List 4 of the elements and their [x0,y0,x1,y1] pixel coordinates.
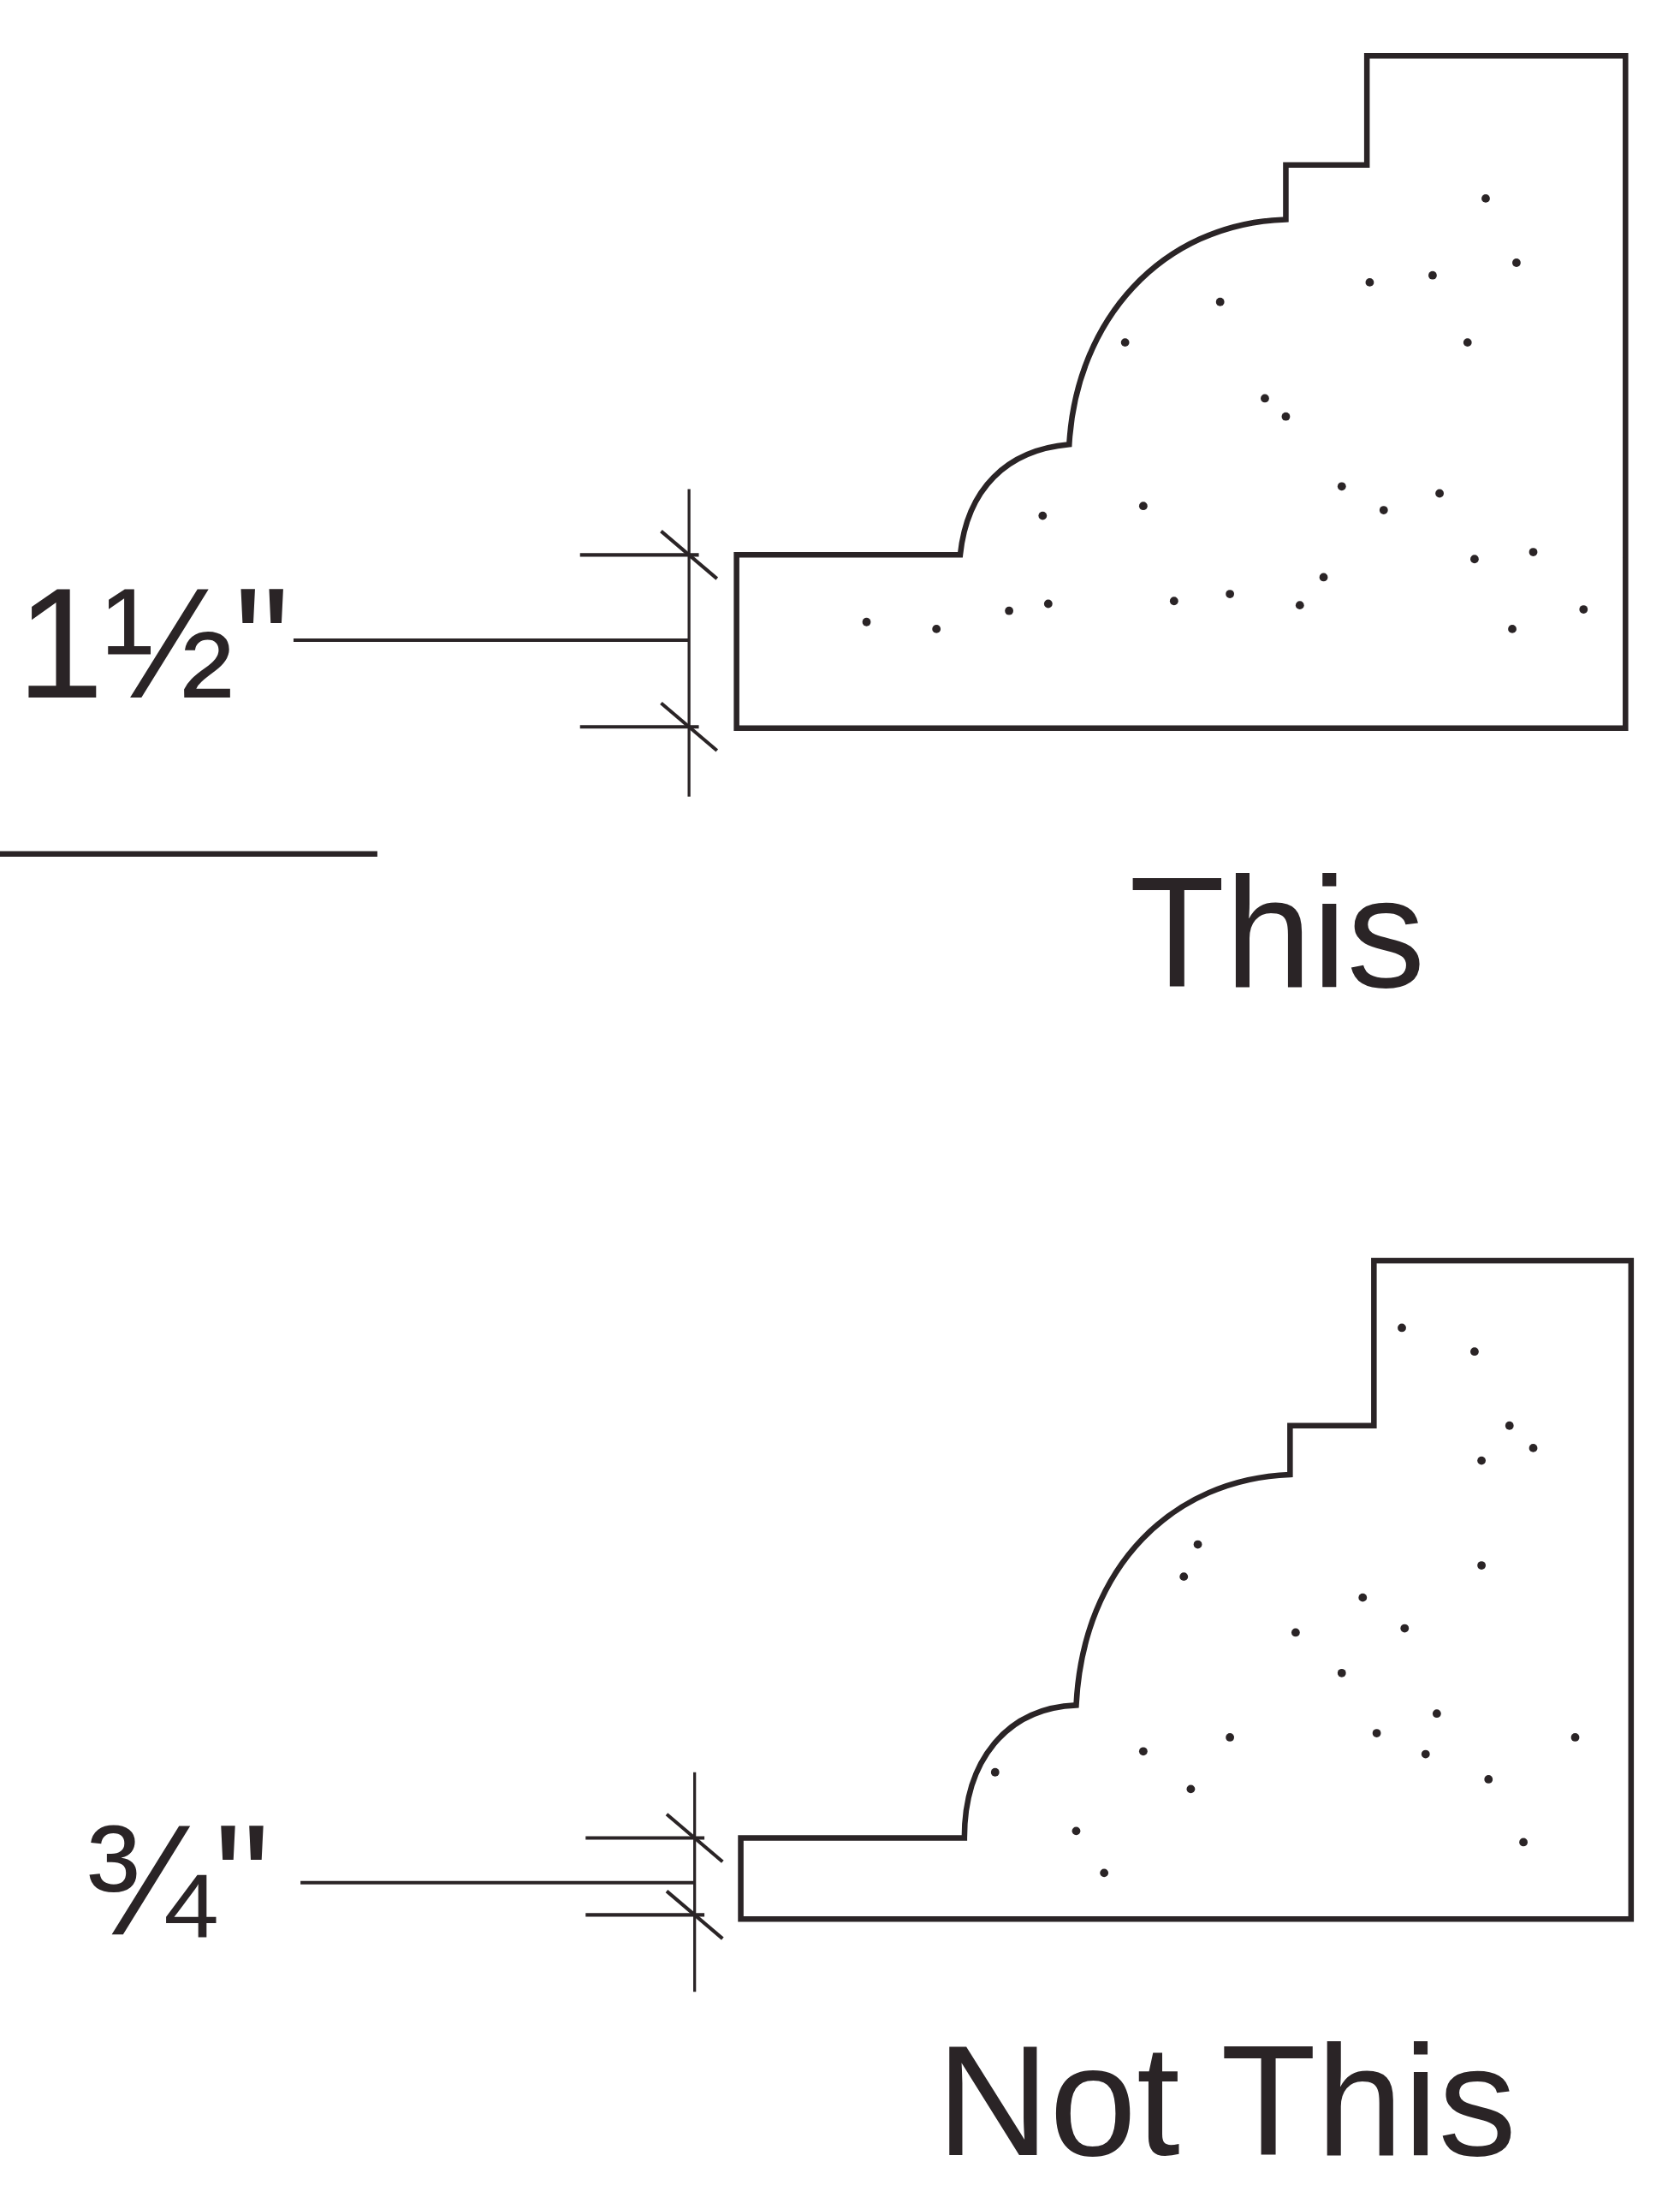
caption: Not This [936,2023,1517,2181]
dimension-label: 1½" [16,566,290,723]
dimension-label: ¾" [84,1802,270,1960]
caption: This [1129,855,1426,1012]
